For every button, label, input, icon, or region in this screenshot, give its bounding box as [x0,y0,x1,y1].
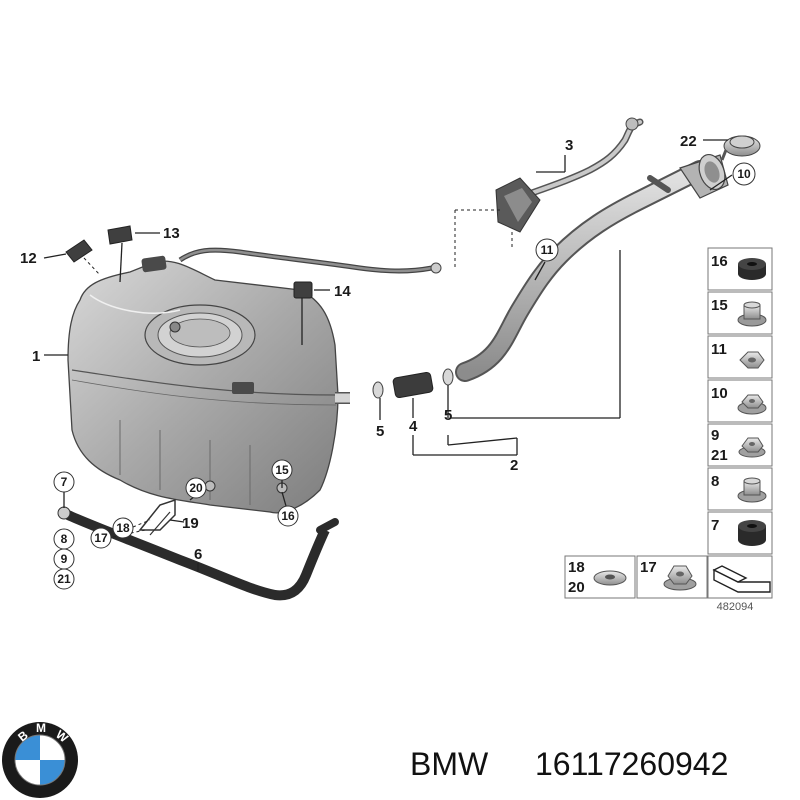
legend-label-21: 21 [711,447,728,464]
washer-icon [593,570,627,586]
legend-label-18: 18 [568,559,585,576]
fuel-cap [720,135,761,161]
hex-flange-nut-icon [663,565,697,591]
circled-callout-10: 10 [732,162,756,186]
svg-text:11: 11 [541,243,554,257]
circled-callout-21: 21 [53,568,75,590]
circled-callout-18: 18 [112,517,134,539]
vent-hose [495,117,644,233]
legend-label-16: 16 [711,253,728,270]
hex-nut-icon [739,351,765,369]
callout-5b: 5 [444,407,452,424]
filler-pipe [335,153,729,404]
legend-label-17: 17 [640,559,657,576]
parts-legend: 16 15 11 10 9 21 8 7 18 20 17 [564,247,773,613]
callout-12: 12 [20,250,37,267]
grommet-icon [738,258,766,280]
callout-22: 22 [680,133,697,150]
svg-text:9: 9 [61,552,68,566]
breather-line [178,247,442,274]
clip-bracket [138,498,176,536]
circled-callout-15: 15 [271,459,293,481]
svg-text:15: 15 [275,463,289,477]
svg-text:16: 16 [281,509,295,523]
callout-5a: 5 [376,423,384,440]
nut-icon-8 [737,477,767,503]
circled-callout-7: 7 [53,471,75,493]
fuel-tank [67,255,339,514]
legend-label-15: 15 [711,297,728,314]
caption-part-number: 16117260942 [535,746,728,782]
legend-label-7: 7 [711,517,719,534]
circled-callout-20: 20 [185,477,207,499]
legend-label-8: 8 [711,473,719,490]
svg-text:20: 20 [189,481,203,495]
logo-letter-m: M [36,721,46,735]
circled-callout-11: 11 [535,238,559,262]
circled-callout-8: 8 [53,528,75,550]
pads [65,225,313,299]
callout-6: 6 [194,546,202,563]
callout-14: 14 [334,283,351,300]
circled-callout-17: 17 [90,527,112,549]
svg-text:8: 8 [61,532,68,546]
callout-1: 1 [32,348,40,365]
tank-strap [57,506,339,601]
bmw-logo: B M W [2,721,78,798]
legend-label-9: 9 [711,427,719,444]
callout-13: 13 [163,225,180,242]
svg-text:7: 7 [61,475,68,489]
diagram-number: 482094 [717,601,754,613]
callout-3: 3 [565,137,573,154]
legend-label-10: 10 [711,385,728,402]
circled-callout-16: 16 [277,505,299,527]
caption-brand: BMW [410,746,489,782]
rubber-bush-icon [738,520,766,546]
arrow-symbol-icon [712,565,771,593]
hose-connectors [372,368,454,399]
washer-nut-icon [737,394,767,415]
flange-nut-icon [737,301,767,327]
callout-2: 2 [510,457,518,474]
callout-19: 19 [182,515,199,532]
circled-callout-9: 9 [53,548,75,570]
callout-4: 4 [409,418,418,435]
svg-text:10: 10 [737,167,751,181]
nut-icon-9-21 [738,437,766,458]
svg-text:18: 18 [116,521,130,535]
legend-label-11: 11 [711,341,727,358]
svg-text:17: 17 [94,531,108,545]
callouts: 1 2 3 4 5 5 6 12 13 14 19 22 7 8 9 21 10 [20,133,756,590]
svg-text:21: 21 [57,572,71,586]
legend-label-20: 20 [568,579,585,596]
